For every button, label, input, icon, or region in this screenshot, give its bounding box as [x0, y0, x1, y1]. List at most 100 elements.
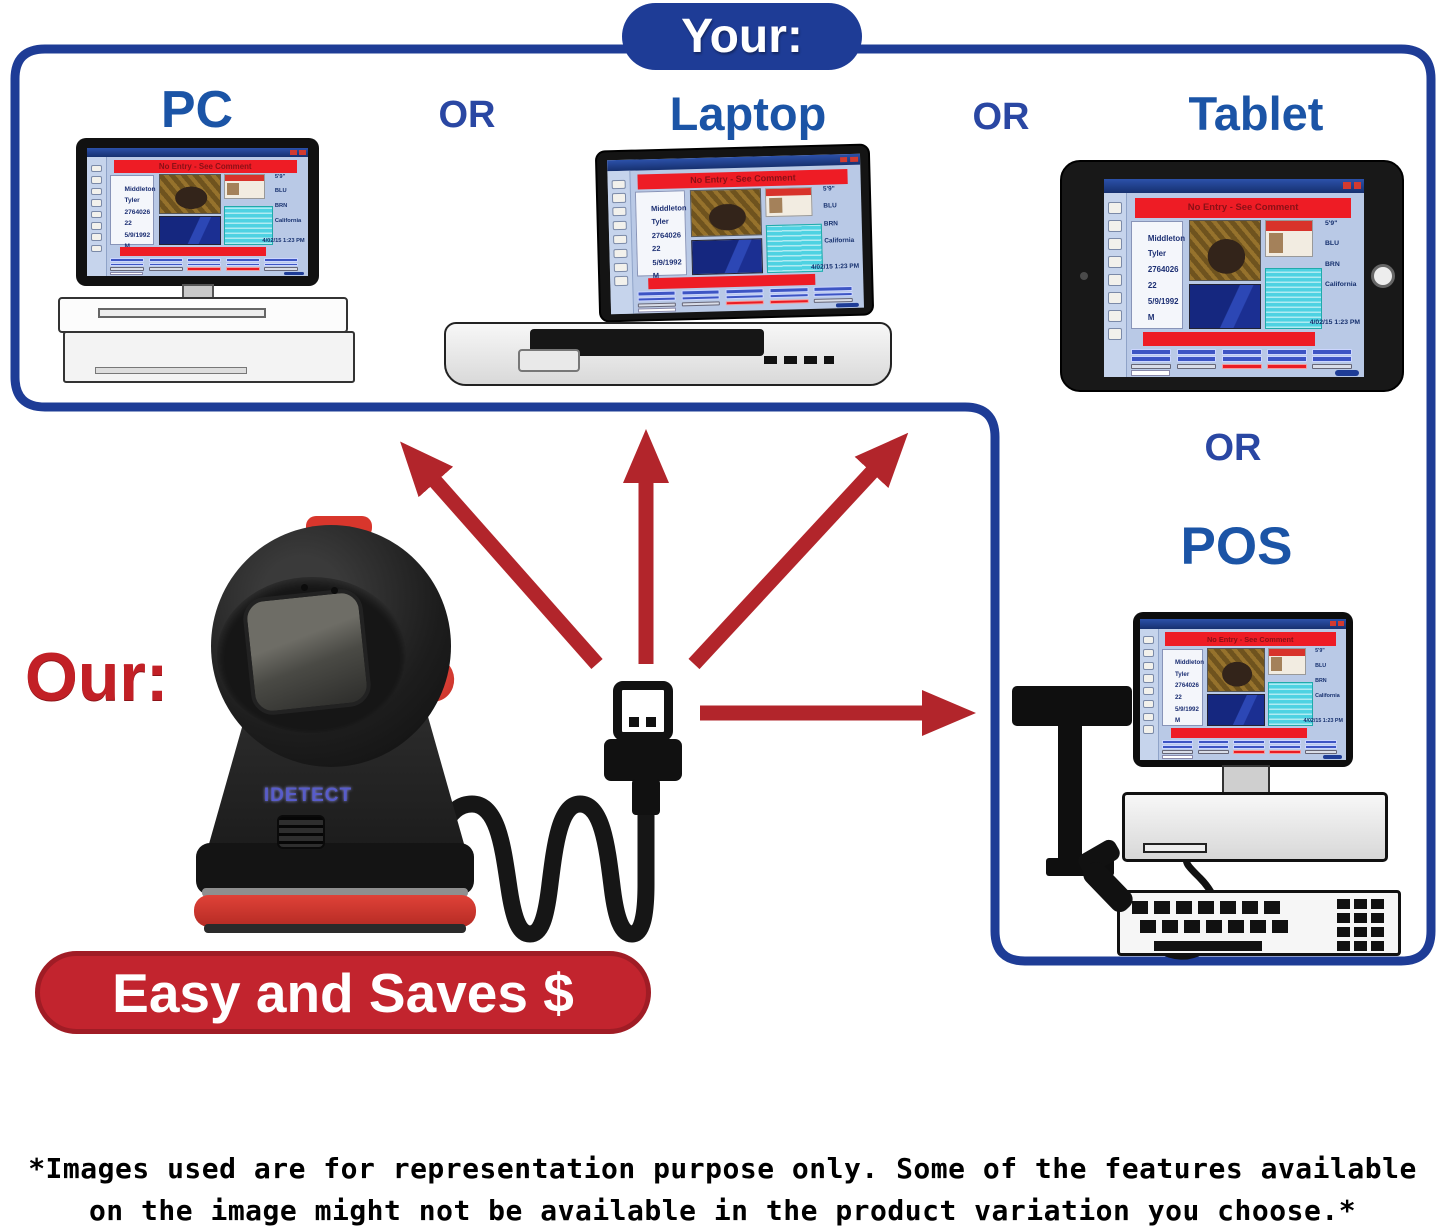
- screen-button: [225, 258, 260, 262]
- usb-plug-icon: [613, 681, 673, 741]
- toolbar-icon: [613, 262, 628, 272]
- person-field: Tyler: [1147, 249, 1167, 259]
- or-label-3: OR: [1204, 427, 1262, 469]
- laptop-ports: [764, 356, 834, 364]
- toolbar-icon: [1108, 274, 1123, 286]
- screen-button: [1197, 740, 1230, 745]
- screen-button: [1221, 349, 1262, 355]
- screen-button: [148, 258, 183, 262]
- toolbar-icon: [90, 233, 103, 241]
- toolbar-icon: [90, 210, 103, 219]
- screen-button: [264, 267, 299, 271]
- id-card-portrait: [768, 197, 783, 214]
- key: [1264, 901, 1280, 914]
- key: [1198, 901, 1214, 914]
- person-field: 5/9/1992: [1147, 296, 1179, 306]
- pc-base-slot: [98, 308, 266, 318]
- pos-base-slot: [1143, 843, 1207, 853]
- screen-button: [148, 267, 183, 271]
- toolbar-icon: [1143, 712, 1155, 721]
- usb-cable: [415, 795, 655, 943]
- pc-front-slot: [95, 367, 247, 374]
- screen-status-pill: [1323, 755, 1342, 760]
- screen-button: [1161, 750, 1194, 755]
- scanner-base: [196, 843, 474, 895]
- no-entry-banner: No Entry - See Comment: [1135, 197, 1351, 218]
- screen-button: [1131, 363, 1172, 370]
- scan-timestamp: 4/02/15 1:23 PM: [1303, 718, 1343, 725]
- your-pill: Your:: [622, 3, 862, 70]
- person-field: Tyler: [124, 197, 140, 205]
- person-field: 22: [1174, 693, 1182, 701]
- toolbar-icon: [1143, 699, 1155, 709]
- key: [1337, 927, 1350, 937]
- tablet-home-button: [1371, 264, 1395, 288]
- toolbar-icon: [1108, 201, 1123, 214]
- pos-keyboard: [1117, 890, 1401, 956]
- person-field: Tyler: [1174, 670, 1190, 678]
- key: [1228, 920, 1244, 933]
- button-row: [1161, 750, 1337, 755]
- screen-button: [110, 258, 145, 262]
- toolbar-icon: [90, 221, 103, 230]
- key: [1176, 901, 1192, 914]
- screen-button: [725, 288, 765, 295]
- screen-button: [1176, 363, 1217, 370]
- screen-button: [725, 294, 765, 300]
- screen-button: [1267, 349, 1307, 355]
- id-detail-value: California: [824, 236, 855, 245]
- screen-button: [225, 267, 260, 271]
- id-card-image: [1265, 219, 1314, 258]
- toolbar-icon: [90, 187, 103, 196]
- screen-button: [1131, 349, 1172, 355]
- key: [1337, 899, 1350, 909]
- screen-button: [1197, 745, 1230, 750]
- laptop-trackpad: [518, 349, 580, 372]
- toolbar-icon: [613, 248, 628, 259]
- screen-button: [1269, 745, 1301, 750]
- id-detail-value: BRN: [823, 219, 839, 228]
- toolbar-icon: [90, 199, 103, 207]
- screen-button: [769, 298, 809, 304]
- screen-button: [1161, 740, 1194, 745]
- toolbar-icon: [1108, 310, 1123, 322]
- screen-button: [1312, 356, 1353, 362]
- id-uv-image: [224, 205, 273, 246]
- window-buttons: [1343, 182, 1362, 190]
- window-buttons: [839, 156, 858, 163]
- screen-button: [769, 293, 809, 299]
- no-entry-banner: No Entry - See Comment: [113, 160, 297, 173]
- screen-toolbar-icons: [1104, 192, 1128, 377]
- screen-button-grid: [110, 258, 299, 271]
- id-card-image: [224, 174, 265, 199]
- toolbar-icon: [1143, 661, 1155, 670]
- screen-button: [1131, 356, 1172, 362]
- disclaimer-line-2: on the image might not be available in t…: [88, 1194, 1357, 1227]
- comment-banner: [1143, 332, 1315, 346]
- id-detail-value: 5'9": [1315, 647, 1325, 654]
- key: [1162, 920, 1178, 933]
- screen-titlebar: [1104, 179, 1364, 193]
- id-detail-value: BRN: [1325, 260, 1340, 268]
- arrow-to-pc: [400, 441, 603, 669]
- toolbar-icon: [612, 193, 626, 203]
- screen-button: [681, 300, 721, 307]
- pos-label: POS: [1180, 517, 1293, 576]
- screen-button: [1233, 750, 1265, 755]
- screen-status-box: [1161, 755, 1193, 760]
- or-label-2: OR: [972, 96, 1030, 138]
- pc-base-front: [63, 331, 355, 383]
- toolbar-icon: [90, 176, 103, 184]
- screen-button: [637, 290, 676, 297]
- pos-spacebar: [1154, 941, 1262, 951]
- tablet-camera: [1080, 272, 1088, 280]
- screen-toolbar-icons: [607, 170, 634, 315]
- person-photo: [158, 174, 221, 214]
- toolbar-icon: [1108, 237, 1123, 250]
